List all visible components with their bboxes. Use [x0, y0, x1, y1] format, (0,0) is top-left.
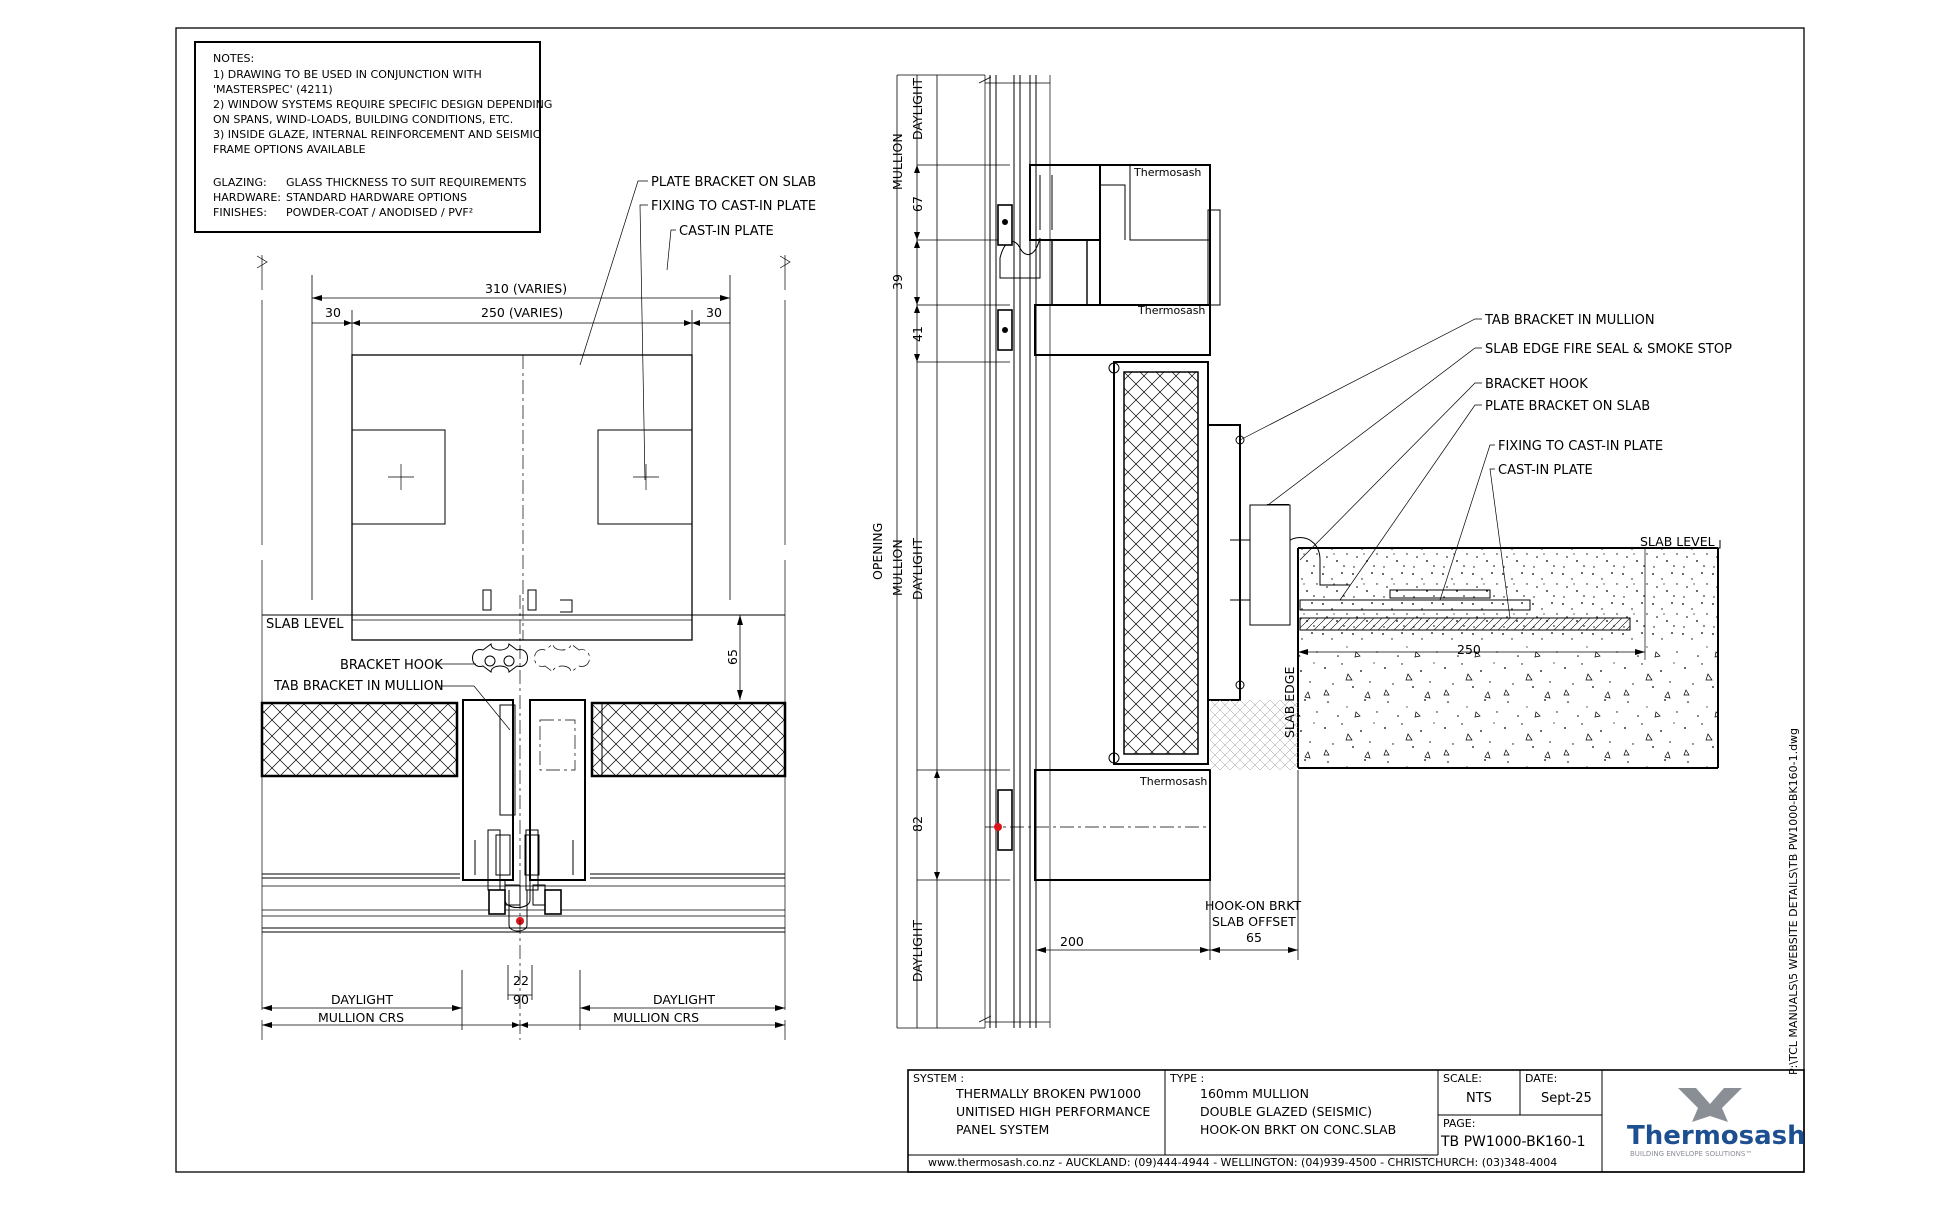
callout-label: CAST-IN PLATE: [1498, 463, 1593, 478]
callout-label: SLAB EDGE FIRE SEAL & SMOKE STOP: [1485, 342, 1732, 357]
spec-value: GLASS THICKNESS TO SUIT REQUIREMENTS: [286, 176, 527, 189]
profile-tag-2: Thermosash: [1137, 304, 1205, 317]
scale-label: SCALE:: [1443, 1072, 1482, 1085]
brand-name: Thermosash: [1627, 1121, 1806, 1151]
thermosash-logo: Thermosash BUILDING ENVELOPE SOLUTIONS™: [1627, 1088, 1806, 1158]
sec-d41: 41: [910, 326, 925, 342]
plan-daylight-left: DAYLIGHT: [331, 992, 393, 1007]
sec-offset-value: 65: [1246, 930, 1262, 945]
system-line-3: PANEL SYSTEM: [956, 1122, 1049, 1137]
svg-text:CAST-IN PLATE: CAST-IN PLATE: [679, 224, 774, 239]
note-line: 3) INSIDE GLAZE, INTERNAL REINFORCEMENT …: [213, 128, 541, 141]
brand-tagline: BUILDING ENVELOPE SOLUTIONS™: [1630, 1150, 1752, 1158]
profile-tag-3: Thermosash: [1139, 775, 1207, 788]
sec-d82: 82: [910, 816, 925, 832]
svg-text:BRACKET HOOK: BRACKET HOOK: [340, 658, 443, 673]
callout-label: FIXING TO CAST-IN PLATE: [1498, 439, 1663, 454]
plan-crs-right: MULLION CRS: [613, 1010, 699, 1025]
type-line-1: 160mm MULLION: [1200, 1086, 1309, 1101]
sec-offset-title-1: HOOK-ON BRKT: [1205, 898, 1301, 913]
dim-overall: 310 (VARIES): [485, 281, 567, 296]
section-callout: CAST-IN PLATE: [1489, 463, 1593, 619]
callout-leader: [1439, 444, 1495, 601]
date-label: DATE:: [1525, 1072, 1557, 1085]
sec-opening: OPENING: [870, 523, 885, 580]
sec-daylight-top: DAYLIGHT: [910, 78, 925, 140]
section-callout: BRACKET HOOK: [1299, 377, 1588, 561]
section-callout: FIXING TO CAST-IN PLATE: [1439, 439, 1663, 601]
callout-label: PLATE BRACKET ON SLAB: [1485, 399, 1650, 414]
dim-left-edge: 30: [325, 305, 341, 320]
svg-text:TAB BRACKET IN MULLION: TAB BRACKET IN MULLION: [273, 679, 444, 694]
spec-key: HARDWARE:: [213, 191, 281, 204]
sec-slab-edge: SLAB EDGE: [1282, 667, 1297, 738]
plan-callout-tab-bracket: TAB BRACKET IN MULLION: [273, 679, 511, 731]
spec-value: STANDARD HARDWARE OPTIONS: [286, 191, 467, 204]
callout-label: TAB BRACKET IN MULLION: [1484, 313, 1655, 328]
sec-d250: 250: [1457, 642, 1481, 657]
sec-daylight-bottom: DAYLIGHT: [910, 920, 925, 982]
plan-crs-left: MULLION CRS: [318, 1010, 404, 1025]
section-callout: TAB BRACKET IN MULLION: [1239, 313, 1655, 441]
system-line-2: UNITISED HIGH PERFORMANCE: [956, 1104, 1150, 1119]
plan-callout-cast-in: CAST-IN PLATE: [666, 224, 774, 271]
plan-callout-fixing: FIXING TO CAST-IN PLATE: [639, 199, 816, 481]
note-line: 2) WINDOW SYSTEMS REQUIRE SPECIFIC DESIG…: [213, 98, 552, 111]
sec-d39: 39: [890, 274, 905, 290]
plan-dim-mullion-width: 90: [513, 992, 529, 1007]
svg-text:FIXING TO CAST-IN PLATE: FIXING TO CAST-IN PLATE: [651, 199, 816, 214]
note-line: 1) DRAWING TO BE USED IN CONJUNCTION WIT…: [213, 68, 482, 81]
callout-leader: [1239, 318, 1482, 441]
dim-right-edge: 30: [706, 305, 722, 320]
plan-daylight-right: DAYLIGHT: [653, 992, 715, 1007]
callout-leader: [1299, 382, 1482, 561]
note-line: 'MASTERSPEC' (4211): [213, 83, 333, 96]
plan-dim-gap: 22: [513, 973, 529, 988]
file-path: P:\TCL MANUALS\5 WEBSITE DETAILS\TB PW10…: [1787, 728, 1800, 1075]
page-label: PAGE:: [1443, 1117, 1475, 1130]
system-line-1: THERMALLY BROKEN PW1000: [955, 1086, 1141, 1101]
section-view: MULLION DAYLIGHT 67 39 41 OPENING MULLIO…: [870, 74, 1732, 1029]
dim-drop: 65: [725, 649, 740, 665]
scale-value: NTS: [1466, 1091, 1492, 1106]
spec-key: GLAZING:: [213, 176, 267, 189]
plan-view: 310 (VARIES) 30 250 (VARIES) 30 SLAB LEV…: [256, 175, 816, 1040]
sec-d67: 67: [910, 196, 925, 212]
spec-value: POWDER-COAT / ANODISED / PVF²: [286, 206, 473, 219]
profile-tag: Thermosash: [1133, 166, 1201, 179]
svg-text:PLATE BRACKET ON SLAB: PLATE BRACKET ON SLAB: [651, 175, 816, 190]
section-callout: PLATE BRACKET ON SLAB: [1339, 399, 1650, 601]
note-line: FRAME OPTIONS AVAILABLE: [213, 143, 366, 156]
callout-label: BRACKET HOOK: [1485, 377, 1588, 392]
type-line-3: HOOK-ON BRKT ON CONC.SLAB: [1200, 1122, 1396, 1137]
title-block: SYSTEM : THERMALLY BROKEN PW1000 UNITISE…: [907, 1069, 1806, 1173]
plan-callout-plate-bracket: PLATE BRACKET ON SLAB: [579, 175, 816, 366]
date-value: Sept-25: [1541, 1091, 1592, 1106]
type-label: TYPE :: [1169, 1072, 1204, 1085]
sec-d200: 200: [1060, 934, 1084, 949]
callout-leader: [1339, 404, 1482, 601]
plan-callout-bracket-hook: BRACKET HOOK: [340, 658, 476, 673]
plan-slab-level: SLAB LEVEL: [266, 617, 344, 632]
type-line-2: DOUBLE GLAZED (SEISMIC): [1200, 1104, 1372, 1119]
callout-leader: [1267, 347, 1482, 506]
section-callout: SLAB EDGE FIRE SEAL & SMOKE STOP: [1267, 342, 1732, 506]
system-label: SYSTEM :: [913, 1072, 964, 1085]
spec-key: FINISHES:: [213, 206, 267, 219]
sec-mullion-top: MULLION: [890, 133, 905, 190]
sec-slab-level: SLAB LEVEL: [1640, 534, 1715, 549]
footer-contacts: www.thermosash.co.nz - AUCKLAND: (09)444…: [928, 1156, 1557, 1169]
callout-leader: [1489, 468, 1511, 619]
sec-mullion-mid: MULLION: [890, 539, 905, 596]
note-line: ON SPANS, WIND-LOADS, BUILDING CONDITION…: [213, 113, 513, 126]
notes-title: NOTES:: [213, 52, 254, 65]
sec-offset-title-2: SLAB OFFSET: [1212, 914, 1296, 929]
dim-inner: 250 (VARIES): [481, 305, 563, 320]
sec-daylight-mid: DAYLIGHT: [910, 538, 925, 600]
notes-box: NOTES: 1) DRAWING TO BE USED IN CONJUNCT…: [194, 41, 552, 233]
page-value: TB PW1000-BK160-1: [1440, 1134, 1586, 1150]
